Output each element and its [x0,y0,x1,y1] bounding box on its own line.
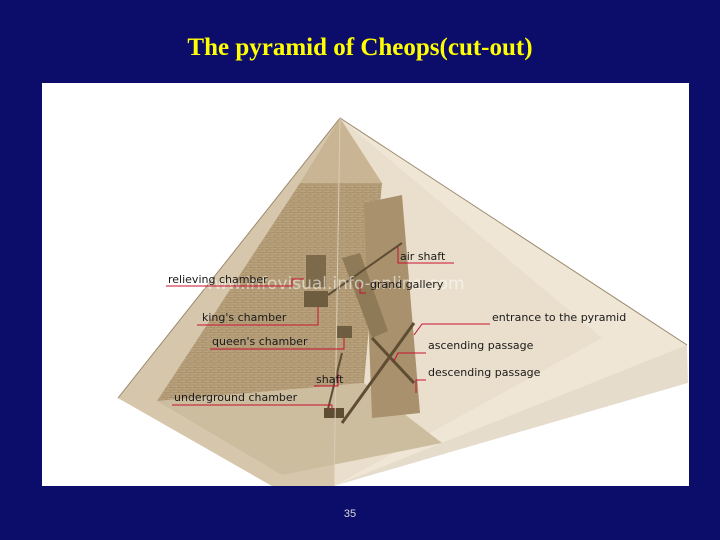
underground-chamber-shape [324,408,344,418]
label-air-shaft: air shaft [400,250,446,263]
label-underground-chamber: underground chamber [174,391,298,404]
label-kings-chamber: king's chamber [202,311,287,324]
slide-title: The pyramid of Cheops(cut-out) [0,34,720,62]
queens-chamber-shape [336,326,352,338]
label-ascending-passage: ascending passage [428,339,534,352]
page-number: 35 [330,508,370,520]
pyramid-cutaway-illustration: www.infovisual.info-online.com relieving… [42,83,689,486]
label-descending-passage: descending passage [428,366,541,379]
label-entrance: entrance to the pyramid [492,311,626,324]
label-shaft: shaft [316,373,344,386]
label-grand-gallery: grand gallery [370,278,444,291]
pyramid-cutaway-figure: www.infovisual.info-online.com relieving… [42,83,689,486]
label-queens-chamber: queen's chamber [212,335,308,348]
label-relieving-chamber: relieving chamber [168,273,268,286]
